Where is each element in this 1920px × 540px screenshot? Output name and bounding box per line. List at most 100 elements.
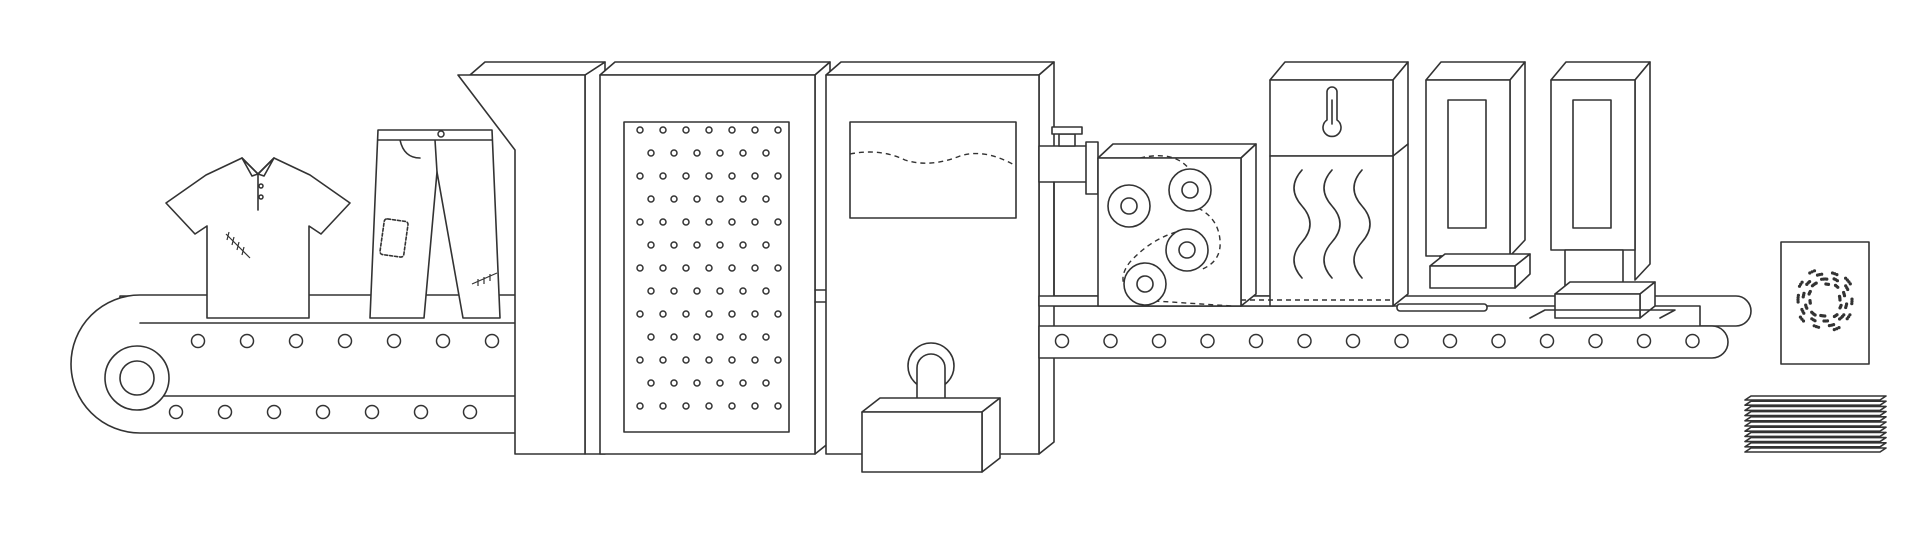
shredder-hole [705, 172, 713, 180]
press-stamp-2 [1529, 61, 1676, 319]
shredder-hole [659, 172, 667, 180]
conveyor-hole [239, 333, 255, 349]
shredder-hole [739, 195, 747, 203]
jeans-stitched-tear [471, 272, 498, 286]
shredder-hole [659, 402, 667, 410]
conveyor-hole [1491, 333, 1506, 349]
shredder-hole [670, 287, 678, 295]
shredder-hole [705, 126, 713, 134]
sheet-speck [1815, 273, 1820, 277]
heat-wave [1353, 169, 1371, 279]
shredder-hole [636, 402, 644, 410]
shredder-hole [705, 264, 713, 272]
shredder-hole [774, 264, 782, 272]
shredder-hole [739, 333, 747, 341]
shredder-hole [682, 356, 690, 364]
shredder-hole [682, 264, 690, 272]
shredder-hole [636, 356, 644, 364]
sheet-speck [1844, 276, 1848, 280]
stamp1-side [1509, 61, 1526, 257]
sheet-speck [1797, 284, 1802, 288]
thermometer-icon [1322, 86, 1342, 138]
sheet-speck [1808, 301, 1812, 305]
output-belt [1038, 325, 1729, 359]
shredder-hole [705, 218, 713, 226]
sheet-speck [1835, 313, 1839, 317]
sheet-speck [1825, 319, 1830, 323]
conveyor-hole [1588, 333, 1603, 349]
recycled-sheet [1780, 241, 1870, 365]
sheet-speck [1839, 303, 1843, 307]
shredder-hole [636, 310, 644, 318]
shredder-hole [762, 379, 770, 387]
sheet-speck [1810, 284, 1814, 288]
paper-sheet [1744, 421, 1887, 427]
sheet-speck [1832, 323, 1836, 327]
conveyor-hole [413, 404, 429, 420]
sheet-speck [1844, 284, 1848, 288]
conveyor-hole [1248, 333, 1264, 349]
stamp2-side [1634, 61, 1651, 281]
conveyor-hole [1200, 333, 1215, 349]
sheet-speck [1845, 302, 1849, 306]
jeans-waistband [377, 139, 493, 173]
sheet-speck [1820, 277, 1824, 281]
shredder-hole [693, 333, 701, 341]
shredder-hole [659, 126, 667, 134]
shredder-hole [670, 379, 678, 387]
polo-shirt-icon [165, 157, 351, 319]
sheet-speck [1805, 306, 1809, 310]
pipe-flange [1085, 141, 1099, 195]
paper-sheet [1744, 395, 1887, 401]
heat-wave [1323, 169, 1341, 279]
shirt-button [258, 194, 264, 200]
hopper-front [457, 74, 586, 455]
dryer-lower-front [1269, 155, 1394, 307]
sheet-speck [1807, 292, 1811, 296]
shredder-hole [762, 333, 770, 341]
shredder-hole [659, 264, 667, 272]
recycled-sheet-pattern [1796, 269, 1854, 332]
shredder-hole [728, 264, 736, 272]
shredder-hole [636, 172, 644, 180]
conveyor-hole [190, 333, 206, 349]
conveyor-hole [1636, 333, 1652, 349]
paper-sheet [1744, 436, 1887, 443]
conveyor-pulley-inner [119, 360, 155, 396]
shredder-hole [705, 310, 713, 318]
shredder-hole [682, 310, 690, 318]
roller-top [1097, 143, 1257, 159]
jeans-button [437, 130, 445, 138]
shirt-button [258, 183, 264, 189]
pressed-sheet [1396, 303, 1488, 312]
stamp2-shadow-plate [1529, 309, 1676, 319]
shredder-hole [705, 402, 713, 410]
paper-sheet [1744, 410, 1887, 417]
conveyor-hole [484, 333, 500, 349]
shredder-hole [670, 149, 678, 157]
roller-4 [1123, 262, 1167, 306]
conveyor-holes-top [190, 333, 500, 349]
conveyor-hole [1054, 333, 1070, 349]
paper-sheet [1744, 442, 1887, 448]
stamp1-window [1447, 99, 1487, 229]
conveyor-hole [1442, 333, 1458, 349]
shredder-hole [682, 172, 690, 180]
conveyor-belt-inner [139, 322, 521, 397]
valve-stem [1058, 133, 1076, 147]
shredder-hole [659, 356, 667, 364]
roller-side [1240, 143, 1257, 307]
shredder-hole [693, 149, 701, 157]
shredder-hole [762, 149, 770, 157]
shredder-hole [739, 287, 747, 295]
sheet-speck [1833, 283, 1838, 287]
shredder-hole [693, 195, 701, 203]
tank-liquid-level [849, 151, 1017, 167]
sheet-speck [1817, 325, 1821, 329]
sheet-speck [1850, 297, 1854, 301]
conveyor-hole [1685, 333, 1700, 349]
shredder-hole [636, 126, 644, 134]
conveyor-hole [337, 333, 353, 349]
heat-wave [1293, 169, 1311, 279]
